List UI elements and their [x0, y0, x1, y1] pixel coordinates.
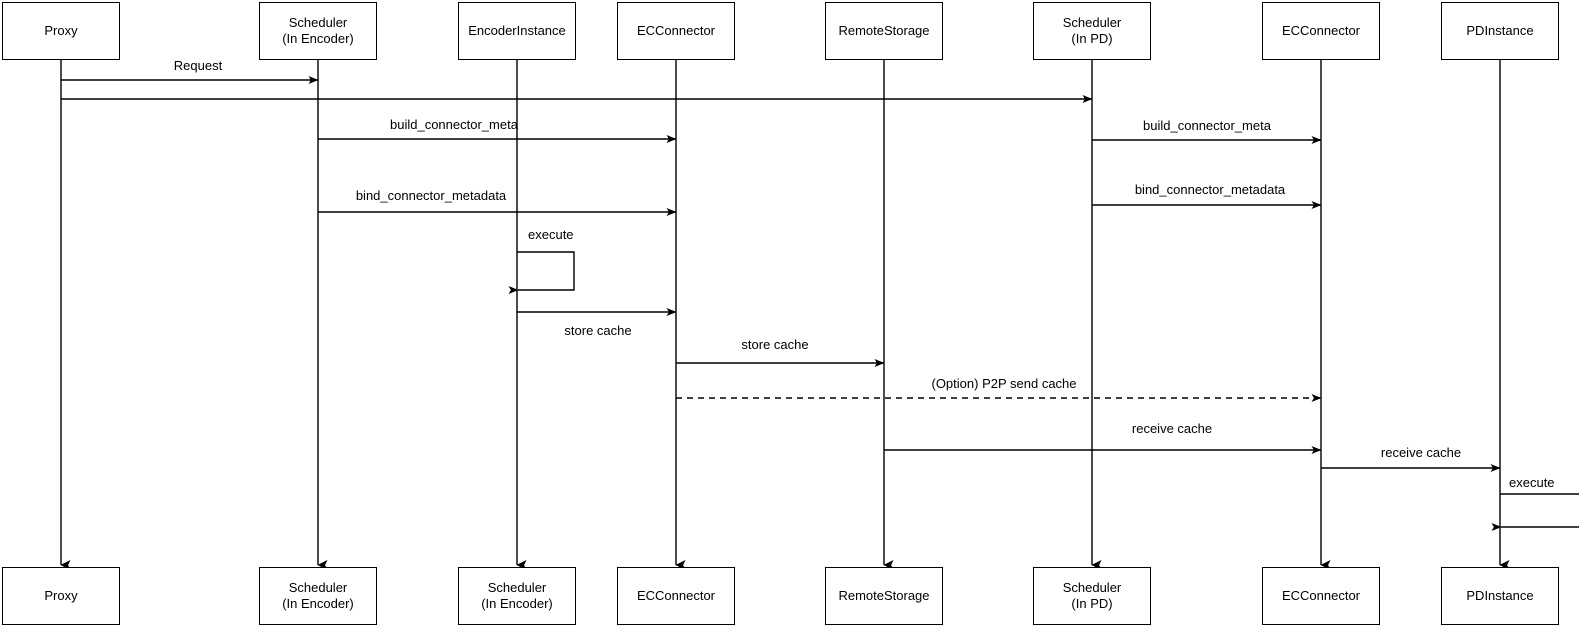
- message-label-m4: build_connector_meta: [1143, 118, 1271, 133]
- participant-box-top-ecconn-enc: ECConnector: [617, 2, 735, 60]
- self-message-s1: [508, 251, 575, 294]
- participant-label-line2: (In PD): [1071, 596, 1113, 611]
- participant-label-line1: PDInstance: [1466, 23, 1534, 38]
- messages-group: [61, 76, 1501, 472]
- message-label-m1: Request: [173, 58, 223, 73]
- lifelines-group: [60, 60, 1510, 570]
- participant-box-bottom-encoder-inst: Scheduler(In Encoder): [458, 567, 576, 625]
- participant-box-bottom-remote: RemoteStorage: [825, 567, 943, 625]
- participant-box-top-sched-pd: Scheduler(In PD): [1033, 2, 1151, 60]
- message-label-m5: bind_connector_metadata: [355, 188, 507, 203]
- participant-label-line1: ECConnector: [636, 588, 716, 603]
- participant-label-line1: PDInstance: [1466, 588, 1534, 603]
- participant-box-top-encoder-inst: EncoderInstance: [458, 2, 576, 60]
- participant-box-bottom-proxy: Proxy: [2, 567, 120, 625]
- participant-box-bottom-pdinst: PDInstance: [1441, 567, 1559, 625]
- participant-label-line1: Scheduler: [487, 580, 547, 595]
- participant-label-line1: ECConnector: [1281, 23, 1361, 38]
- participant-label-line2: (In Encoder): [282, 596, 354, 611]
- participant-label-line1: EncoderInstance: [468, 23, 566, 38]
- message-label-m7: store cache: [564, 323, 632, 338]
- participant-box-top-proxy: Proxy: [2, 2, 120, 60]
- message-label-m8: store cache: [741, 337, 809, 352]
- participant-label-line1: Proxy: [44, 23, 78, 38]
- participant-box-bottom-sched-enc: Scheduler(In Encoder): [259, 567, 377, 625]
- participant-label-line2: (In Encoder): [282, 31, 354, 46]
- participant-label-line1: Scheduler: [288, 15, 348, 30]
- message-label-m11: receive cache: [1380, 445, 1462, 460]
- participant-box-top-ecconn-pd: ECConnector: [1262, 2, 1380, 60]
- message-label-m6: bind_connector_metadata: [1134, 182, 1286, 197]
- participant-label-line2: (In PD): [1071, 31, 1113, 46]
- participant-label-line1: RemoteStorage: [838, 23, 930, 38]
- message-label-m10: receive cache: [1131, 421, 1213, 436]
- participant-label-line2: (In Encoder): [481, 596, 553, 611]
- self-messages-group: [508, 251, 1579, 531]
- self-message-s2: [1491, 493, 1579, 531]
- participant-box-bottom-ecconn-pd: ECConnector: [1262, 567, 1380, 625]
- participant-label-line1: Scheduler: [1062, 15, 1122, 30]
- participant-box-bottom-ecconn-enc: ECConnector: [617, 567, 735, 625]
- participant-box-top-pdinst: PDInstance: [1441, 2, 1559, 60]
- participant-box-bottom-sched-pd: Scheduler(In PD): [1033, 567, 1151, 625]
- participant-box-top-remote: RemoteStorage: [825, 2, 943, 60]
- self-message-label-s2: execute: [1509, 475, 1555, 490]
- self-message-label-s1: execute: [528, 227, 574, 242]
- participant-box-top-sched-enc: Scheduler(In Encoder): [259, 2, 377, 60]
- participant-label-line1: Proxy: [44, 588, 78, 603]
- participant-label-line1: RemoteStorage: [838, 588, 930, 603]
- message-label-m9: (Option) P2P send cache: [931, 376, 1077, 391]
- participant-label-line1: Scheduler: [1062, 580, 1122, 595]
- message-label-m3: build_connector_meta: [390, 117, 518, 132]
- participant-label-line1: ECConnector: [636, 23, 716, 38]
- participant-label-line1: Scheduler: [288, 580, 348, 595]
- participant-label-line1: ECConnector: [1281, 588, 1361, 603]
